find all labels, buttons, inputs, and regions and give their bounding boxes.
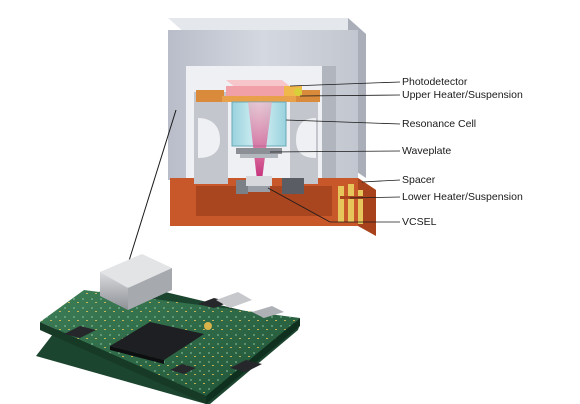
photodetector-assembly — [222, 80, 302, 102]
package-base — [170, 178, 376, 236]
circuit-board — [36, 286, 300, 404]
label-vcsel: VCSEL — [402, 216, 437, 228]
label-photodetector: Photodetector — [402, 76, 468, 88]
waveplate-assembly — [236, 148, 282, 192]
laser-beam — [248, 102, 272, 180]
leader-lines — [267, 81, 401, 223]
csac-module — [100, 254, 172, 310]
label-spacer: Spacer — [402, 174, 436, 186]
label-upper-heater: Upper Heater/Suspension — [402, 89, 523, 101]
pointer-arrow — [122, 109, 177, 276]
label-lower-heater: Lower Heater/Suspension — [402, 191, 523, 203]
label-waveplate: Waveplate — [402, 145, 452, 157]
label-resonance-cell: Resonance Cell — [402, 118, 477, 130]
